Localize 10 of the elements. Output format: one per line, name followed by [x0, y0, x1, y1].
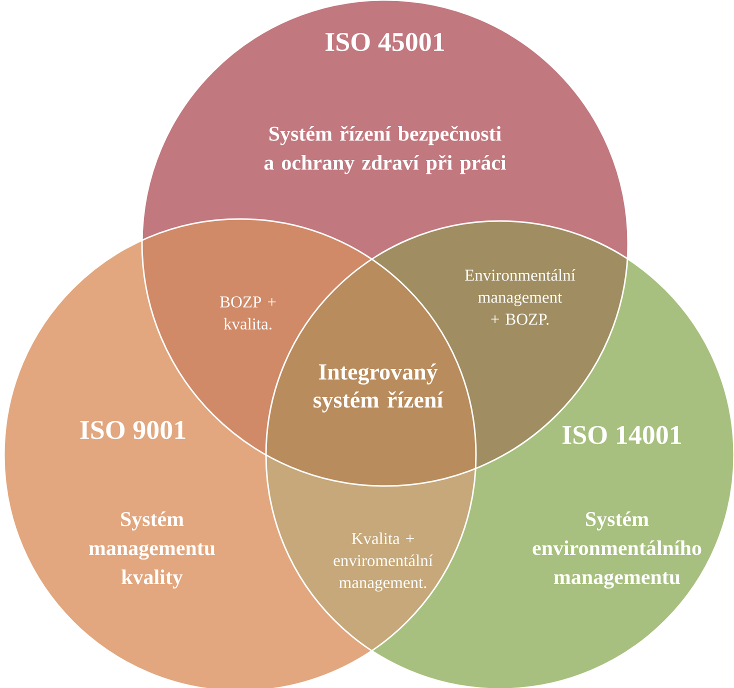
overlap-label: Kvalita + enviromentální management. [334, 532, 433, 592]
circle-text: Systém managementu kvality [89, 511, 216, 589]
circle-text: Systém environmentálního managementu [532, 511, 702, 589]
center-label: Integrovaný systém řízení [314, 364, 444, 412]
circle-text: Systém řízení bezpečnosti a ochrany zdraví při práci [264, 126, 506, 174]
overlap-label: BOZP + kvalita. [220, 296, 276, 330]
circle-title: ISO 9001 [80, 420, 186, 440]
circle-title: ISO 45001 [326, 32, 444, 52]
circle-title: ISO 14001 [562, 426, 681, 444]
overlap-label: Environmentální management + BOZP. [465, 269, 576, 325]
